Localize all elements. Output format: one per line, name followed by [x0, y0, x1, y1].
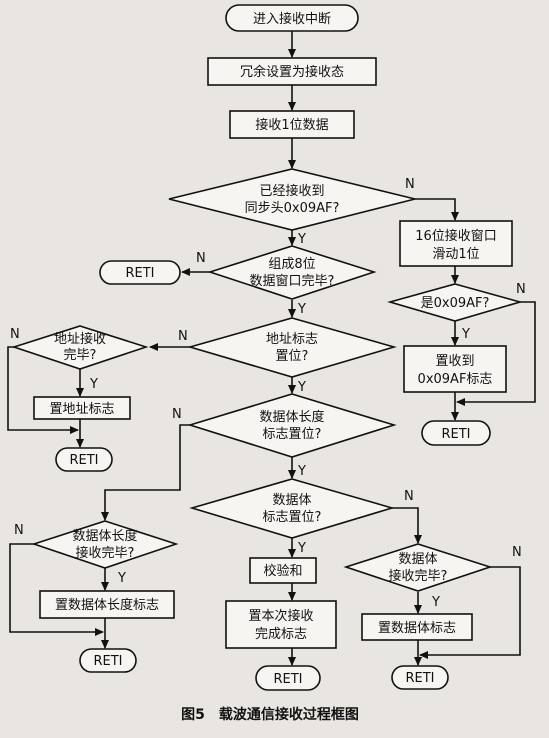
label-n-addr-received: N: [10, 327, 20, 342]
reti-left-top-label: RETI: [125, 266, 154, 281]
len-received-label-1: 数据体长度: [72, 528, 137, 544]
form-8bit-label-2: 数据窗口完毕?: [250, 273, 335, 289]
addr-received-label-1: 地址接收: [54, 331, 106, 347]
start-node: 进入接收中断: [225, 4, 359, 32]
label-n-got-sync: N: [405, 177, 415, 192]
set-redundant-box: 冗余设置为接收态: [207, 57, 377, 86]
len-flag-set-label-2: 标志置位?: [263, 427, 322, 442]
set-redundant-label: 冗余设置为接收态: [240, 64, 344, 80]
set-done-flag-label-2: 完成标志: [255, 627, 307, 642]
label-y-len-flag: Y: [297, 464, 306, 479]
addr-flag-set-label-1: 地址标志: [266, 332, 318, 347]
branch-labels: N Y N Y Y N N Y N Y N Y N Y N Y Y N: [10, 177, 526, 610]
got-sync-decision: 已经接收到 同步头0x09AF?: [168, 168, 416, 231]
set-done-flag-label-1: 置本次接收: [248, 608, 313, 624]
addr-flag-set-label-2: 置位?: [276, 349, 309, 364]
len-received-decision: 数据体长度 接收完毕?: [31, 520, 179, 569]
body-flag-set-decision: 数据体 标志置位?: [189, 478, 395, 539]
reti-right-top-node: RETI: [421, 420, 491, 446]
start-label: 进入接收中断: [253, 11, 331, 27]
reti-center-bottom-node: RETI: [255, 665, 321, 691]
addr-flag-set-decision: 地址标志 置位?: [187, 317, 397, 378]
form-8bit-label-1: 组成8位: [268, 257, 315, 272]
reti-left-mid-node: RETI: [55, 447, 113, 472]
form-8bit-decision: 组成8位 数据窗口完毕?: [207, 245, 377, 300]
label-n-addr-flag: N: [178, 329, 188, 344]
label-y-is-09af: Y: [461, 327, 470, 342]
set-addr-flag-label: 置地址标志: [49, 402, 114, 417]
is-09af-decision: 是0x09AF?: [387, 283, 523, 322]
label-y-body-received: Y: [431, 595, 440, 610]
addr-received-decision: 地址接收 完毕?: [11, 325, 149, 370]
label-y-got-sync: Y: [297, 232, 306, 247]
body-flag-set-label-2: 标志置位?: [263, 510, 322, 525]
addr-received-label-2: 完毕?: [64, 348, 97, 363]
body-flag-set-label-1: 数据体: [272, 493, 311, 508]
is-09af-label: 是0x09AF?: [421, 296, 490, 311]
receive-bit-box: 接收1位数据: [229, 110, 355, 139]
label-n-len-flag: N: [172, 407, 182, 422]
len-flag-set-label-1: 数据体长度: [259, 409, 324, 425]
label-y-addr-received: Y: [89, 377, 98, 392]
body-received-label-2: 接收完毕?: [389, 568, 448, 584]
label-y-len-received: Y: [117, 571, 126, 586]
label-n-body-received: N: [512, 545, 522, 560]
reti-left-bottom-label: RETI: [93, 654, 122, 669]
got-sync-label-2: 同步头0x09AF?: [245, 201, 340, 216]
slide-window-box: 16位接收窗口 滑动1位: [399, 220, 513, 267]
reti-left-top-node: RETI: [99, 260, 181, 285]
got-sync-label-1: 已经接收到: [259, 183, 324, 199]
slide-window-label-1: 16位接收窗口: [415, 228, 497, 244]
reti-left-mid-label: RETI: [69, 453, 98, 468]
len-flag-set-decision: 数据体长度 标志置位?: [187, 393, 397, 458]
label-n-len-received: N: [14, 523, 24, 538]
set-09af-flag-label-2: 0x09AF标志: [418, 372, 493, 387]
checksum-label: 校验和: [263, 563, 302, 579]
set-09af-flag-label-1: 置收到: [435, 354, 474, 369]
label-y-form-8bit: Y: [297, 302, 306, 317]
set-body-flag-box: 置数据体标志: [361, 613, 473, 641]
reti-right-top-label: RETI: [441, 427, 470, 442]
set-len-flag-label: 置数据体长度标志: [55, 597, 159, 613]
receive-bit-label: 接收1位数据: [255, 117, 328, 133]
label-n-form-8bit: N: [196, 251, 206, 266]
reti-left-bottom-node: RETI: [79, 648, 137, 673]
body-received-label-1: 数据体: [398, 552, 437, 567]
checksum-box: 校验和: [249, 557, 317, 584]
figure-caption: 图5 载波通信接收过程框图: [181, 706, 359, 723]
reti-right-bottom-node: RETI: [391, 665, 449, 690]
label-y-addr-flag: Y: [297, 380, 306, 395]
len-received-label-2: 接收完毕?: [76, 545, 135, 561]
label-n-body-flag: N: [404, 489, 414, 504]
reti-center-bottom-label: RETI: [273, 672, 302, 687]
set-len-flag-box: 置数据体长度标志: [39, 590, 175, 619]
set-addr-flag-box: 置地址标志: [33, 396, 131, 420]
set-09af-flag-box: 置收到 0x09AF标志: [403, 345, 507, 393]
label-y-body-flag: Y: [297, 541, 306, 556]
set-done-flag-box: 置本次接收 完成标志: [225, 600, 337, 649]
connectors: [7, 31, 536, 666]
reti-right-bottom-label: RETI: [405, 671, 434, 686]
set-body-flag-label: 置数据体标志: [378, 621, 456, 636]
body-received-decision: 数据体 接收完毕?: [343, 543, 493, 592]
label-n-is-09af: N: [516, 282, 526, 297]
slide-window-label-2: 滑动1位: [432, 247, 479, 262]
